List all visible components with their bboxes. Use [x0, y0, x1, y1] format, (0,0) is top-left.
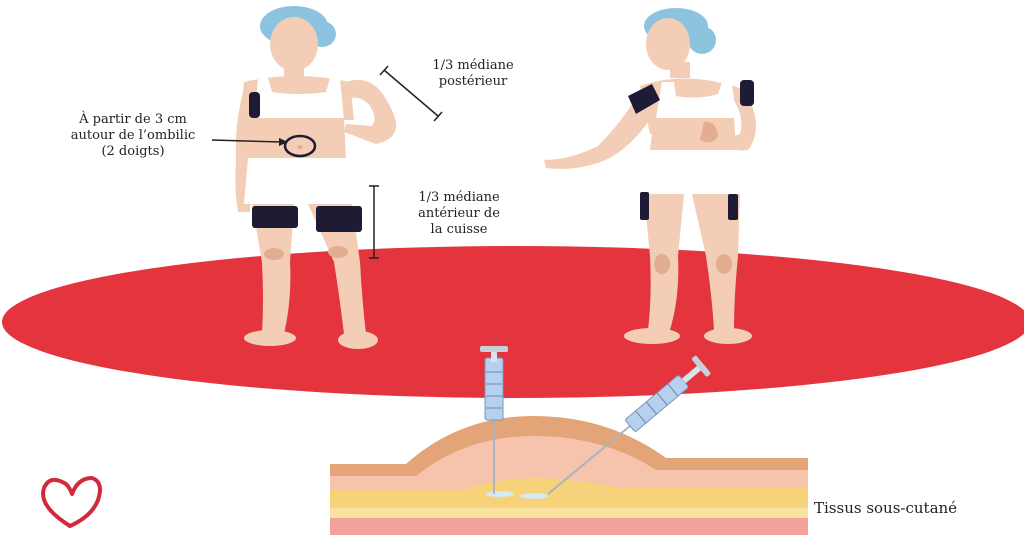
thigh-injection-zone-left — [316, 206, 362, 232]
heart-logo-icon — [43, 478, 100, 526]
back-arm-injection-zone-right — [740, 80, 754, 106]
anterior-thigh-label-line-3: la cuisse — [396, 222, 522, 238]
anterior-thigh-label: 1/3 médiane antérieur de la cuisse — [396, 190, 522, 238]
posterior-arm-label-line-1: 1/3 médiane — [388, 58, 558, 74]
arm-injection-zone — [249, 92, 260, 118]
subcutaneous-tissue-label: Tissus sous-cutané — [814, 500, 1020, 516]
back-thigh-injection-zone-right — [728, 194, 738, 220]
anterior-thigh-label-line-1: 1/3 médiane — [396, 190, 522, 206]
umbilic-label-line-3: (2 doigts) — [52, 144, 214, 160]
floor-ellipse — [2, 246, 1024, 398]
umbilic-label-line-2: autour de l’ombilic — [52, 128, 214, 144]
thigh-injection-zone-right — [252, 206, 298, 228]
umbilic-label: À partir de 3 cm autour de l’ombilic (2 … — [52, 112, 214, 160]
posterior-arm-label: 1/3 médiane postérieur — [388, 58, 558, 90]
umbilic-label-line-1: À partir de 3 cm — [52, 112, 214, 128]
anterior-thigh-label-line-2: antérieur de — [396, 206, 522, 222]
posterior-arm-label-line-2: postérieur — [388, 74, 558, 90]
back-thigh-injection-zone-left — [640, 192, 649, 220]
